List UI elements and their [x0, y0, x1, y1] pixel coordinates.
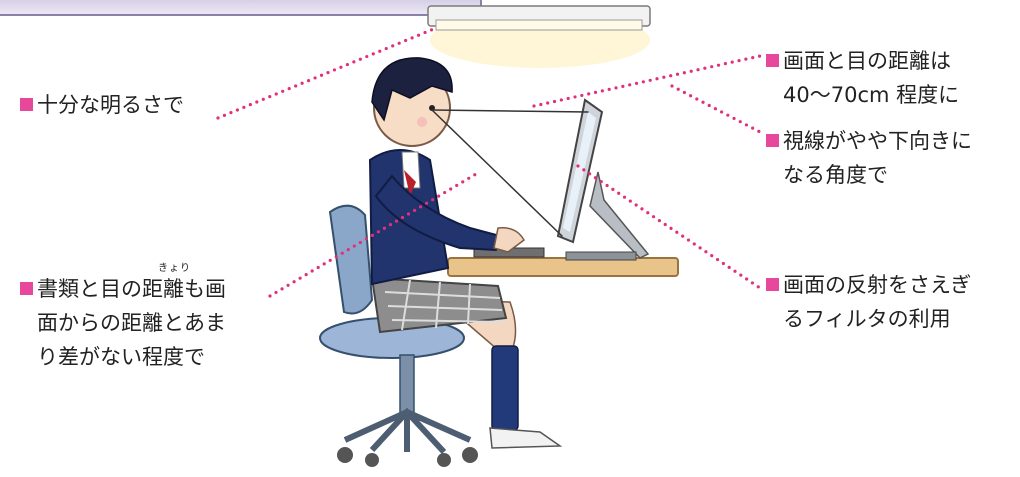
- label-lighting-line-1: 十分な明るさで: [37, 93, 184, 117]
- label-document-distance-line-1: 書類と目の距離も画: [37, 277, 226, 301]
- leader-gaze-angle: [672, 86, 760, 132]
- label-document-distance: きょり 書類と目の距離も画 面からの距離とあま り差がない程度で: [20, 272, 226, 374]
- label-screen-distance: 画面と目の距離は 40〜70cm 程度に: [766, 44, 959, 112]
- sight-line-top: [432, 110, 588, 112]
- bullet-icon: [766, 134, 779, 147]
- monitor: [558, 100, 648, 260]
- sight-line-bottom: [432, 110, 562, 236]
- label-screen-distance-line-1: 画面と目の距離は: [783, 49, 951, 73]
- label-screen-distance-line-2: 40〜70cm 程度に: [766, 78, 959, 112]
- label-lighting: 十分な明るさで: [20, 88, 184, 122]
- label-gaze-angle-line-2: なる角度で: [766, 158, 972, 192]
- label-anti-glare-line-2: るフィルタの利用: [766, 302, 971, 336]
- desk: [448, 258, 678, 276]
- label-gaze-angle: 視線がやや下向きに なる角度で: [766, 124, 972, 192]
- label-anti-glare-line-1: 画面の反射をさえぎ: [783, 273, 971, 297]
- label-anti-glare: 画面の反射をさえぎ るフィルタの利用: [766, 268, 971, 336]
- bullet-icon: [20, 282, 33, 295]
- bullet-icon: [20, 98, 33, 111]
- label-gaze-angle-line-1: 視線がやや下向きに: [783, 129, 972, 153]
- label-document-distance-line-3: り差がない程度で: [20, 340, 226, 374]
- bullet-icon: [766, 54, 779, 67]
- bullet-icon: [766, 278, 779, 291]
- ceiling-light: [428, 6, 650, 68]
- label-document-distance-line-2: 面からの距離とあま: [20, 306, 226, 340]
- furigana: きょり: [158, 264, 191, 274]
